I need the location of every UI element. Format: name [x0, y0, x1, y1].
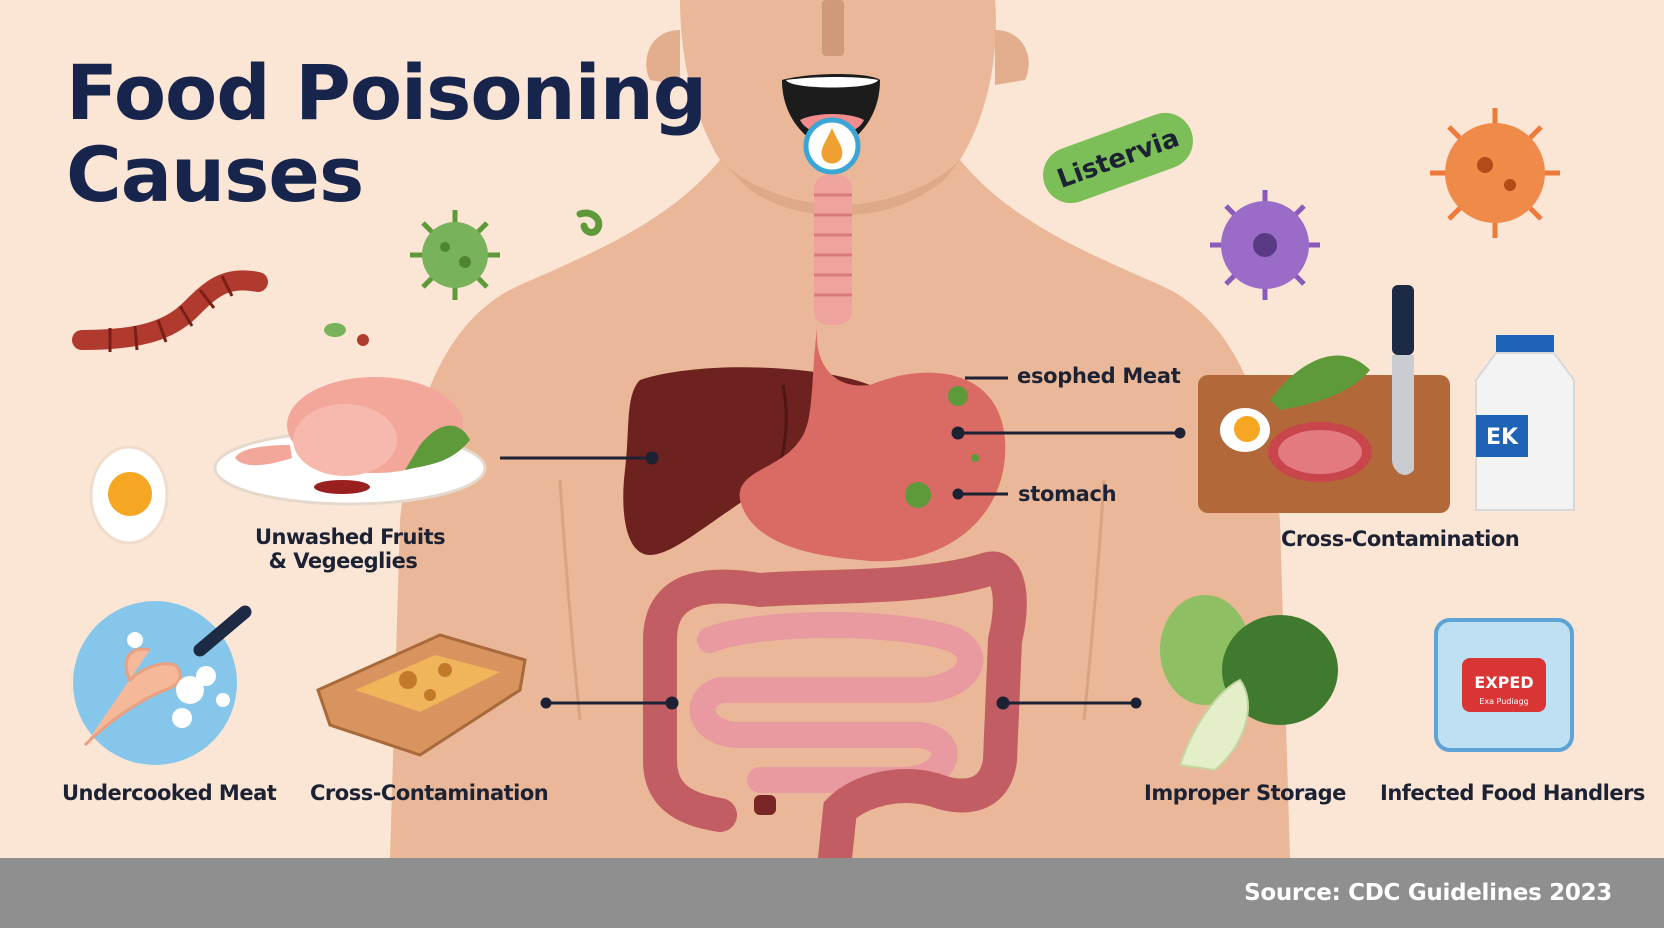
- purple-virus-icon: [1210, 190, 1320, 300]
- page-title-line-2: Causes: [66, 130, 364, 219]
- source-credit: Source: CDC Guidelines 2023: [1244, 880, 1612, 906]
- raw-chicken-icon: [213, 377, 487, 506]
- esophagus: [814, 175, 852, 325]
- cross-contamination-right-caption: Cross-Contamination: [1281, 527, 1520, 551]
- expired-label: EXPED: [1474, 673, 1533, 692]
- green-virus-icon: [410, 210, 500, 300]
- hand-washing-icon: [73, 601, 252, 765]
- fruits-caption-line-1: Unwashed Fruits: [255, 525, 446, 549]
- undercooked-meat-caption: Undercooked Meat: [62, 781, 277, 805]
- cutting-board-icon: [1198, 285, 1450, 513]
- esophagus-label: esophed Meat: [1017, 364, 1181, 388]
- fruits-caption: Unwashed Fruits & Vegeeglies: [255, 525, 446, 573]
- page-title-line-1: Food Poisoning: [66, 48, 707, 137]
- egg-icon: [89, 445, 169, 545]
- expired-sublabel: Exa Pudiagg: [1479, 697, 1528, 706]
- cross-contamination-left-caption: Cross-Contamination: [310, 781, 549, 805]
- worm-icon: [72, 270, 268, 352]
- milk-carton-icon: EK: [1475, 335, 1575, 511]
- milk-carton-label: EK: [1486, 425, 1519, 450]
- stomach: [739, 320, 1006, 562]
- large-intestine: [643, 551, 1027, 875]
- footer-bar: Source: CDC Guidelines 2023: [0, 858, 1664, 928]
- infected-food-handlers-caption: Infected Food Handlers: [1380, 781, 1645, 805]
- page-title: Food Poisoning Causes: [66, 48, 707, 219]
- improper-storage-caption: Improper Storage: [1144, 781, 1346, 805]
- leafy-greens-icon: [1160, 595, 1338, 772]
- expired-box-icon: EXPED Exa Pudiagg: [1434, 618, 1574, 752]
- mouth-icon: [782, 74, 880, 175]
- listeria-badge: Listervia: [1043, 112, 1193, 204]
- leader-lines: [500, 376, 1186, 710]
- orange-virus-icon: [1430, 108, 1560, 238]
- fruits-caption-line-2: & Vegeeglies: [268, 549, 418, 573]
- stomach-label: stomach: [1018, 482, 1117, 506]
- food-tray-icon: [316, 633, 527, 757]
